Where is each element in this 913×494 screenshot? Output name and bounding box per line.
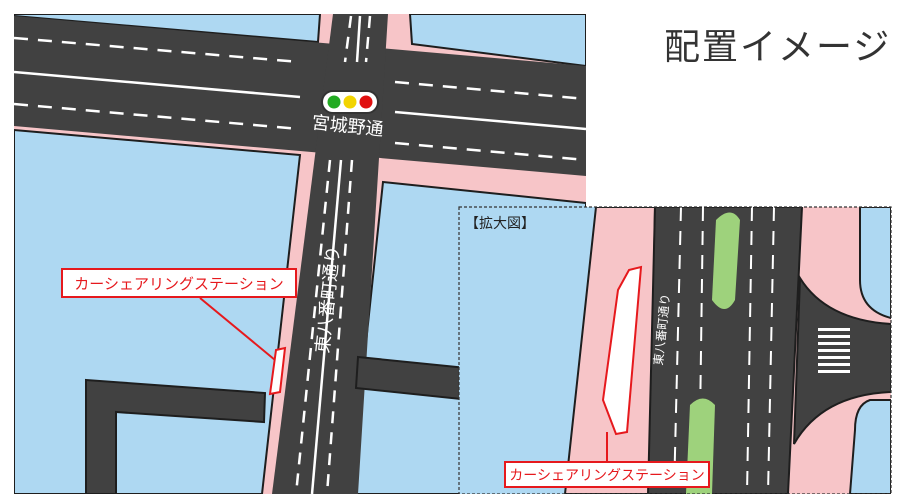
inset-frame	[458, 206, 892, 494]
side-street-left	[85, 378, 267, 494]
lane-markings-horizontal	[14, 36, 586, 162]
lane-markings-vertical	[294, 15, 372, 494]
inset-median-top	[712, 212, 740, 309]
traffic-light-red-lamp	[359, 95, 373, 109]
city-block-top-left	[14, 14, 322, 44]
inset-car-sharing-station-marker	[601, 265, 643, 436]
traffic-light	[321, 90, 379, 114]
page-title: 配置イメージ	[664, 27, 892, 68]
inset-station-callout: カーシェアリングステーション	[504, 461, 710, 488]
station-callout: カーシェアリングステーション	[61, 268, 297, 298]
inset-block-left	[459, 207, 596, 494]
inset-title: 【拡大図】	[465, 216, 535, 232]
callout-leader-line	[199, 297, 276, 361]
inset-crosswalk	[818, 328, 850, 373]
inset-block-right-bottom	[848, 399, 891, 494]
traffic-light-green-lamp	[327, 95, 341, 109]
inset-block-right-top	[859, 207, 891, 320]
traffic-light-yellow-lamp	[343, 95, 357, 109]
car-sharing-station-marker	[268, 346, 287, 396]
city-block-top-right	[408, 14, 586, 68]
inset-cross-street	[793, 274, 891, 445]
inset-road-main	[646, 207, 804, 494]
